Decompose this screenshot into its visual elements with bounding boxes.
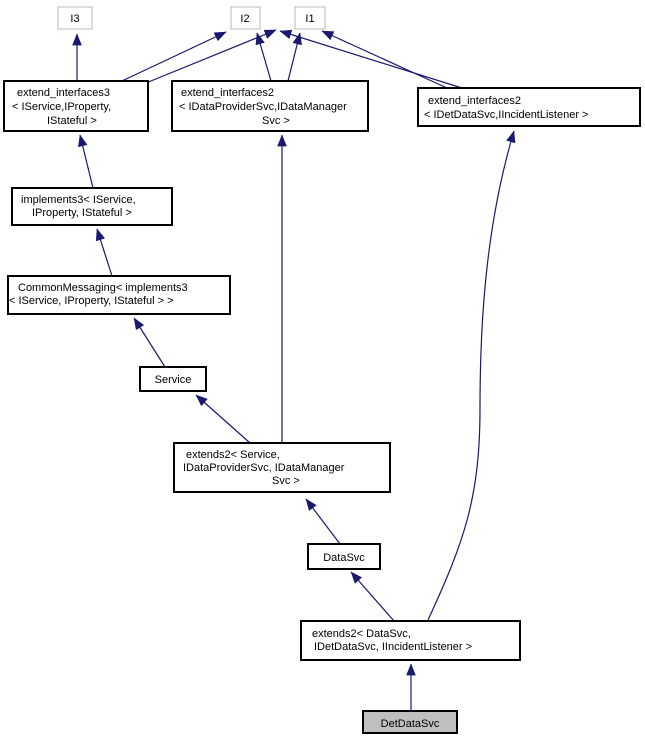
node-extend-interfaces2-data-box[interactable]	[171, 80, 369, 132]
node-label: IDetDataSvc, IIncidentListener >	[314, 641, 472, 653]
edge-extends2-datasvc-to-datasvc	[350, 571, 395, 622]
edge-extends2-datasvc-to-extend-interfaces2-det	[427, 130, 516, 621]
node-label: IStateful >	[47, 115, 97, 127]
edge-extends2-service-to-service	[195, 394, 251, 444]
node-label: implements3< IService,	[21, 194, 136, 206]
node-extend-interfaces2-det[interactable]: extend_interfaces2 < IDetDataSvc,IIncide…	[417, 87, 641, 127]
node-label: < IDataProviderSvc,IDataManager	[179, 101, 347, 113]
edge-implements3-to-extend-interfaces3	[78, 134, 94, 189]
node-extend-interfaces2-det-box[interactable]	[417, 87, 641, 127]
edge-extend-interfaces2-data-to-i2	[255, 32, 272, 82]
node-extend-interfaces3-box[interactable]	[3, 80, 149, 132]
node-label: DataSvc	[323, 552, 365, 564]
node-label: I1	[305, 13, 314, 25]
node-detdatasvc: DetDataSvc	[362, 710, 458, 734]
node-label: extend_interfaces2	[428, 95, 521, 107]
node-label: IProperty, IStateful >	[32, 207, 132, 219]
edge-extend-interfaces3-to-i1	[145, 29, 277, 84]
node-service-box[interactable]	[139, 366, 207, 392]
node-datasvc[interactable]: DataSvc	[307, 543, 381, 570]
node-i1: I1	[294, 6, 326, 30]
node-common-messaging[interactable]: CommonMessaging< implements3 < IService,…	[7, 275, 231, 315]
node-i2-box	[230, 6, 261, 30]
node-implements3[interactable]: implements3< IService, IProperty, IState…	[11, 187, 173, 226]
node-label: Service	[155, 374, 192, 386]
edges	[72, 29, 516, 711]
node-service[interactable]: Service	[139, 366, 207, 392]
node-extend-interfaces2-data[interactable]: extend_interfaces2 < IDataProviderSvc,ID…	[171, 80, 369, 132]
edge-extend-interfaces2-det-to-i1	[321, 30, 448, 89]
node-label: extend_interfaces2	[181, 87, 274, 99]
node-label: extend_interfaces3	[17, 87, 110, 99]
node-common-messaging-box[interactable]	[7, 275, 231, 315]
node-label: I2	[240, 13, 249, 25]
node-label: < IService, IProperty, IStateful > >	[9, 295, 174, 307]
node-datasvc-box[interactable]	[307, 543, 381, 570]
node-label: < IDetDataSvc,IIncidentListener >	[424, 109, 588, 121]
edge-common-messaging-to-implements3	[95, 228, 113, 277]
node-implements3-box[interactable]	[11, 187, 173, 226]
node-label: DetDataSvc	[381, 718, 440, 730]
node-label: I3	[70, 13, 79, 25]
node-label: Svc >	[272, 475, 300, 487]
edge-datasvc-to-extends2-service	[305, 498, 341, 545]
node-extends2-service[interactable]: extends2< Service, IDataProviderSvc, IDa…	[173, 442, 391, 493]
node-extends2-datasvc[interactable]: extends2< DataSvc, IDetDataSvc, IInciden…	[300, 620, 521, 661]
node-i2: I2	[230, 6, 261, 30]
node-label: extends2< Service,	[186, 449, 280, 461]
edge-extend-interfaces2-data-to-i1	[287, 32, 302, 82]
node-label: Svc >	[262, 115, 290, 127]
edge-extend-interfaces3-to-i2	[121, 31, 227, 82]
node-i1-box	[294, 6, 326, 30]
node-extend-interfaces3[interactable]: extend_interfaces3 < IService,IProperty,…	[3, 80, 149, 132]
node-label: IDataProviderSvc, IDataManager	[183, 462, 345, 474]
node-extends2-datasvc-box[interactable]	[300, 620, 521, 661]
node-label: < IService,IProperty,	[12, 101, 111, 113]
edge-service-to-common-messaging	[133, 317, 166, 368]
node-detdatasvc-box	[362, 710, 458, 734]
node-label: extends2< DataSvc,	[312, 628, 411, 640]
node-label: CommonMessaging< implements3	[18, 282, 188, 294]
node-i3: I3	[57, 6, 93, 30]
node-i3-box	[57, 6, 93, 30]
edge-extend-interfaces2-det-to-i2	[279, 29, 463, 89]
node-extends2-service-box[interactable]	[173, 442, 391, 493]
